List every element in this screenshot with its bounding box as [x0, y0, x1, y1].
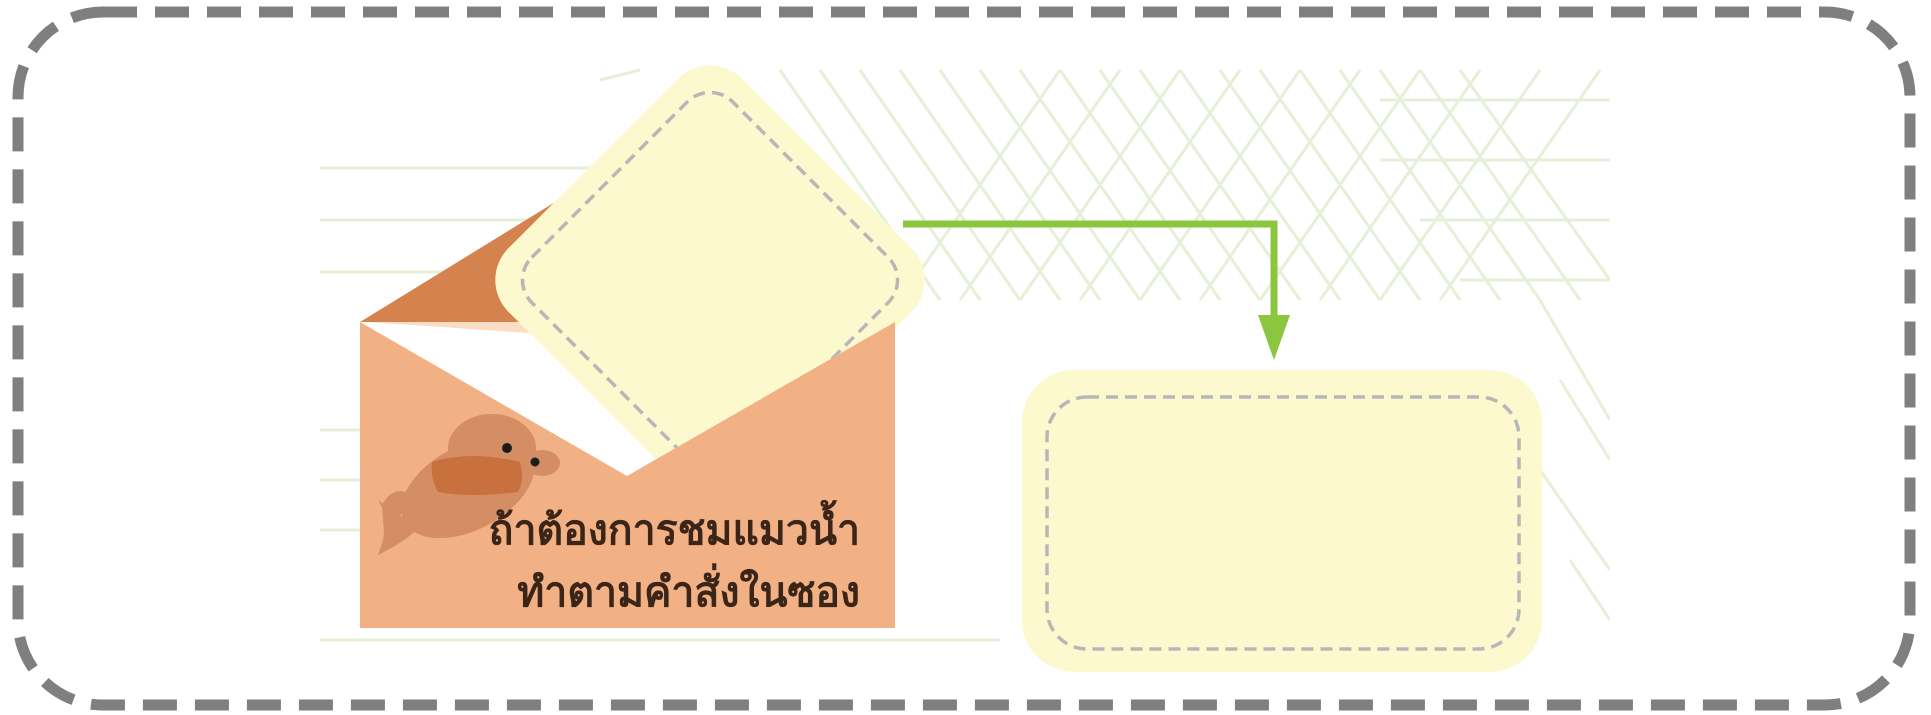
arrow-icon: [903, 220, 1290, 360]
envelope-text-line-1: ถ้าต้องการชมแมวน้ำ: [488, 506, 860, 554]
envelope-body: [360, 322, 895, 628]
target-card: [1022, 370, 1542, 672]
seal-icon: [378, 414, 560, 555]
envelope-text-line-2: ทำตามคำสั่งในซอง: [517, 568, 860, 616]
